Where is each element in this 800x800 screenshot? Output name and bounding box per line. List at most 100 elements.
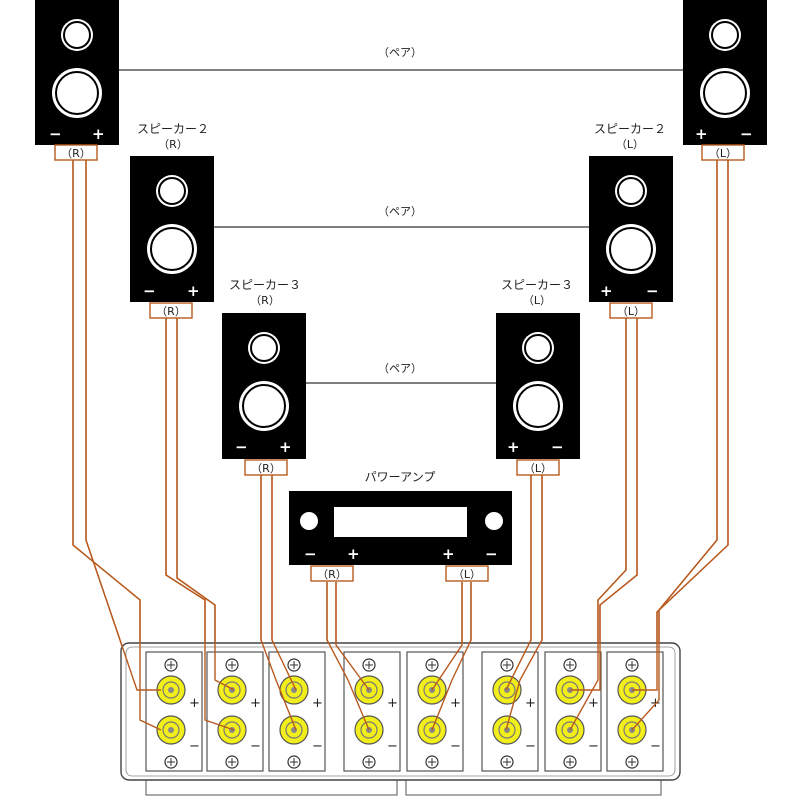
minus-sign: − — [551, 438, 564, 456]
minus-label: − — [450, 739, 461, 754]
wire — [165, 318, 235, 731]
terminal-module: +− — [343, 651, 401, 772]
binding-post-ring — [285, 721, 303, 739]
tweeter-cone — [524, 334, 552, 362]
woofer-cone — [516, 384, 560, 428]
wire — [431, 582, 472, 731]
speaker-channel: （L） — [523, 294, 551, 307]
minus-label: − — [650, 739, 661, 754]
speaker-title: スピーカー３ — [229, 278, 301, 292]
binding-post-hole — [291, 687, 297, 693]
speaker-channel: （R） — [158, 138, 188, 151]
terminal-label: （L） — [709, 147, 737, 160]
module-plate — [544, 651, 602, 772]
minus-label: − — [312, 739, 323, 754]
terminal-tag — [609, 302, 653, 319]
amp-title: パワーアンプ — [365, 470, 436, 484]
pair-lines — [118, 69, 683, 384]
minus-sign: − — [646, 282, 659, 300]
wire — [570, 318, 638, 691]
selector-bracket-right — [405, 780, 662, 796]
terminal-label: （L） — [524, 462, 552, 475]
binding-post-ring — [561, 721, 579, 739]
module-plate — [206, 651, 264, 772]
minus-label: − — [189, 739, 200, 754]
speaker-3-left: スピーカー３ （L） + − （L） — [496, 278, 580, 476]
wire — [85, 160, 161, 691]
minus-sign: − — [49, 125, 62, 143]
plus-sign: + — [695, 125, 708, 143]
tweeter-cone — [158, 177, 186, 205]
amp-minus-sign: − — [304, 545, 317, 563]
selector-inner-frame — [125, 646, 676, 777]
module-plate — [268, 651, 326, 772]
binding-post-ring — [498, 721, 516, 739]
speaker-selector: +−+−+−+−+−+−+−+− — [120, 642, 681, 796]
plus-label: + — [588, 696, 599, 711]
wire — [632, 160, 729, 691]
binding-post-hole — [168, 727, 174, 733]
terminal-tag — [701, 144, 745, 161]
terminal-module: +− — [406, 651, 464, 772]
terminal-tag — [445, 565, 489, 582]
wire — [505, 475, 543, 731]
power-amp: パワーアンプ − + + − （R） （L） — [289, 470, 512, 582]
tweeter-cone — [711, 21, 739, 49]
speaker-title: スピーカー３ — [501, 278, 573, 292]
terminal-tag — [149, 302, 193, 319]
terminal-tag — [310, 565, 354, 582]
selector-bracket — [145, 780, 662, 796]
speaker-1-left: + − （L） — [683, 0, 767, 161]
wire — [326, 582, 370, 731]
module-plate — [343, 651, 401, 772]
tweeter-cone — [617, 177, 645, 205]
wire — [271, 475, 297, 691]
wire — [431, 582, 463, 691]
terminal-tag — [516, 459, 560, 476]
speaker-channel: （R） — [250, 294, 280, 307]
minus-label: − — [525, 739, 536, 754]
amp-knob — [485, 512, 503, 530]
binding-post-ring — [423, 721, 441, 739]
terminal-module: +− — [544, 651, 602, 772]
terminal-module: +− — [268, 651, 326, 772]
binding-post-ring — [162, 721, 180, 739]
binding-post-ring — [223, 681, 241, 699]
binding-post-hole — [504, 687, 510, 693]
binding-post-ring — [498, 681, 516, 699]
plus-label: + — [250, 696, 261, 711]
speaker-2-right: スピーカー２ （R） − + （R） — [130, 122, 214, 319]
terminal-tag — [244, 459, 288, 476]
tweeter-cone — [63, 21, 91, 49]
module-plate — [606, 651, 664, 772]
woofer-cone — [703, 71, 747, 115]
wire — [569, 318, 627, 731]
minus-label: − — [387, 739, 398, 754]
terminal-label: （R） — [317, 568, 347, 581]
module-plate — [406, 651, 464, 772]
wire — [260, 475, 297, 731]
plus-sign: + — [507, 438, 520, 456]
binding-post-ring — [360, 721, 378, 739]
wire — [176, 318, 235, 691]
terminal-module: +− — [206, 651, 264, 772]
terminal-label: （R） — [251, 462, 281, 475]
binding-post-ring — [223, 721, 241, 739]
tweeter-cone — [250, 334, 278, 362]
terminal-label: （R） — [156, 305, 186, 318]
speaker-3-right: スピーカー３ （R） − + （R） — [222, 278, 306, 476]
binding-post-ring — [623, 721, 641, 739]
speaker-title: スピーカー２ — [594, 122, 666, 136]
pair-label: （ペア） — [378, 205, 422, 218]
minus-sign: − — [740, 125, 753, 143]
terminal-module: +− — [481, 651, 539, 772]
plus-label: + — [387, 696, 398, 711]
amp-knob — [300, 512, 318, 530]
minus-sign: − — [235, 438, 248, 456]
wire — [570, 318, 638, 691]
wire — [72, 160, 162, 731]
terminal-label: （L） — [617, 305, 645, 318]
amp-display — [334, 507, 467, 537]
selector-bracket-left — [145, 780, 398, 796]
speaker-2-left: スピーカー２ （L） + − （L） — [589, 122, 673, 319]
